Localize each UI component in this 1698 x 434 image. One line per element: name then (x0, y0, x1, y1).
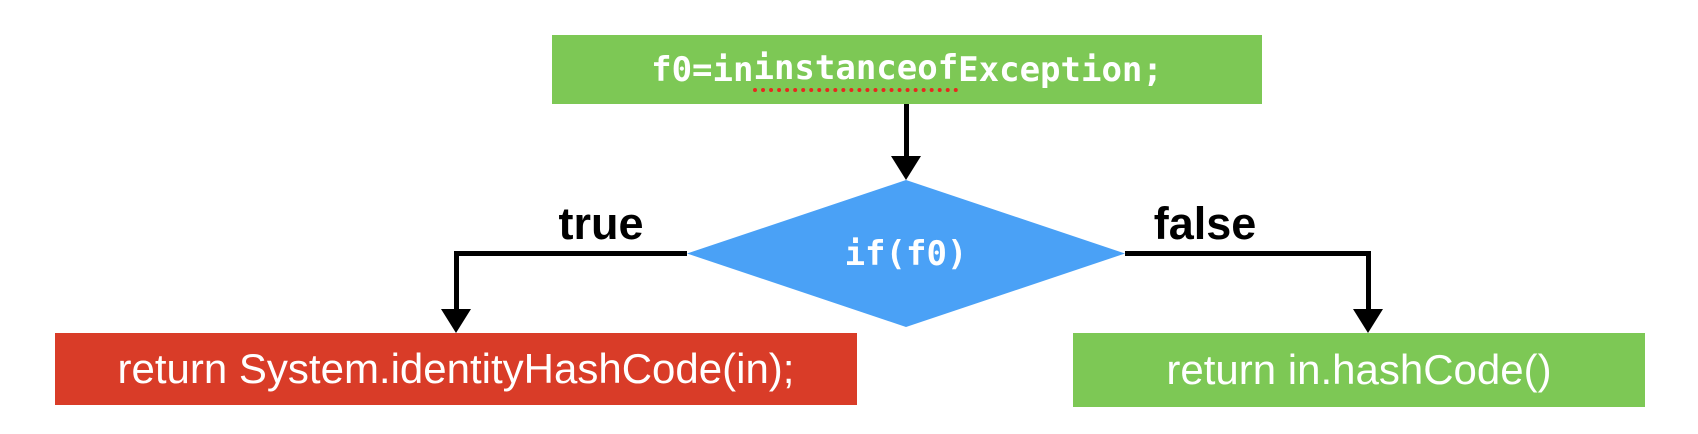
false-branch-label: false (1153, 198, 1257, 249)
false-result-node: return in.hashCode() (1073, 333, 1645, 407)
edge-true-horizontal (456, 251, 687, 256)
arrowhead-into-decision-icon (891, 156, 921, 180)
true-branch-label: true (558, 198, 644, 249)
edge-statement-to-decision (904, 104, 909, 158)
arrowhead-into-true-result-icon (441, 309, 471, 333)
edge-false-horizontal (1125, 251, 1368, 256)
statement-keyword-misspelled: instanceof (753, 48, 959, 92)
statement-text-before: f0=in (651, 49, 754, 90)
true-result-node: return System.identityHashCode(in); (55, 333, 857, 405)
edge-false-vertical (1366, 251, 1371, 311)
false-result-label: return in.hashCode() (1166, 346, 1552, 393)
statement-text-after: Exception; (958, 49, 1163, 90)
statement-node: f0=in instanceof Exception; (552, 35, 1262, 104)
decision-label: if(f0) (844, 233, 968, 274)
edge-true-vertical (454, 251, 459, 311)
decision-node: if(f0) (687, 180, 1125, 327)
arrowhead-into-false-result-icon (1353, 309, 1383, 333)
true-result-label: return System.identityHashCode(in); (117, 345, 795, 392)
